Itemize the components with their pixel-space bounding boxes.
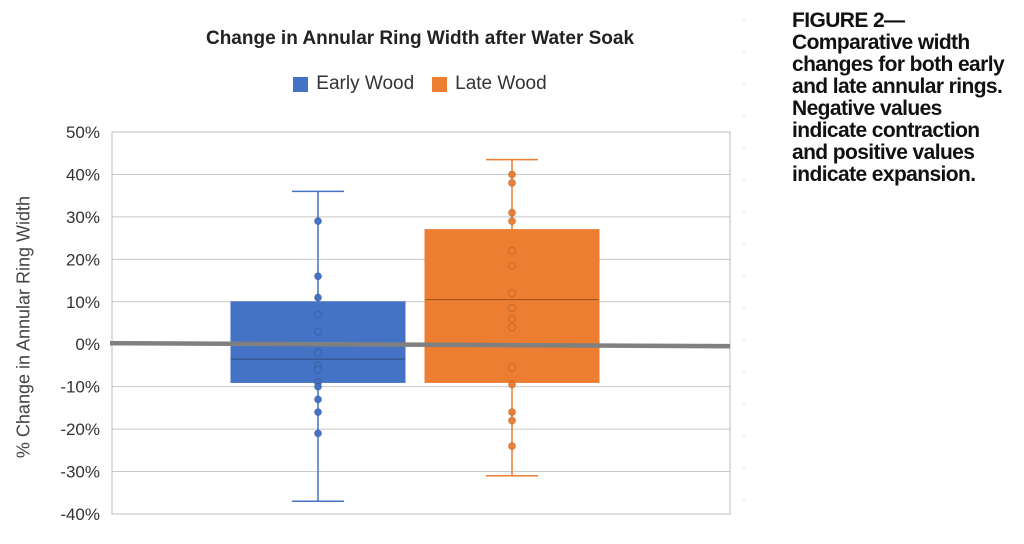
separator-dot	[743, 115, 745, 117]
y-tick-label: -40%	[60, 505, 100, 524]
data-point-late-wood	[507, 380, 516, 389]
data-point-early-wood	[313, 382, 322, 391]
y-tick-label: 20%	[66, 250, 100, 269]
separator-dot	[743, 339, 745, 341]
data-point-early-wood	[313, 408, 322, 417]
chart-title: Change in Annular Ring Width after Water…	[205, 28, 635, 49]
y-tick-label: -10%	[60, 378, 100, 397]
separator-dot	[743, 147, 745, 149]
data-point-late-wood	[507, 442, 516, 451]
data-point-early-wood	[313, 395, 322, 404]
separator-dot	[743, 51, 745, 53]
data-point-early-wood	[313, 272, 322, 281]
data-point-late-wood	[507, 170, 516, 179]
figure-caption: FIGURE 2—Comparative width changes for b…	[792, 9, 1005, 186]
separator-dot	[743, 307, 745, 309]
legend-swatch-late-wood	[432, 76, 448, 92]
data-point-late-wood	[507, 363, 516, 372]
separator-dot	[743, 371, 745, 373]
plot-frame	[111, 131, 731, 515]
data-point-early-wood	[313, 217, 322, 226]
separator-dot	[743, 275, 745, 277]
separator-dot	[743, 499, 745, 501]
y-tick-label: -20%	[60, 420, 100, 439]
data-point-late-wood	[507, 217, 516, 226]
data-point-late-wood	[507, 289, 516, 298]
separator-dot	[743, 179, 745, 181]
y-tick-label: 40%	[66, 165, 100, 184]
data-point-late-wood	[507, 323, 516, 332]
separator-dot	[743, 403, 745, 405]
data-point-late-wood	[507, 314, 516, 323]
data-point-late-wood	[507, 246, 516, 255]
separator-dot	[743, 211, 745, 213]
y-tick-label: 30%	[66, 208, 100, 227]
data-point-early-wood	[313, 293, 322, 302]
y-tick-label: 50%	[66, 123, 100, 142]
separator-dot	[743, 243, 745, 245]
separator-dot	[743, 467, 745, 469]
y-tick-label: 0%	[75, 335, 100, 354]
data-point-late-wood	[507, 416, 516, 425]
data-point-late-wood	[507, 178, 516, 187]
y-tick-label: -30%	[60, 463, 100, 482]
zero-reference-line	[109, 340, 731, 349]
data-point-late-wood	[507, 208, 516, 217]
data-point-late-wood	[507, 304, 516, 313]
data-point-early-wood	[313, 327, 322, 336]
legend-label-late-wood: Late Wood	[455, 73, 547, 94]
legend-item-early-wood: Early Wood	[293, 73, 414, 95]
data-point-early-wood	[313, 348, 322, 357]
y-tick-label: 10%	[66, 293, 100, 312]
data-point-early-wood	[313, 310, 322, 319]
separator-dot	[743, 83, 745, 85]
separator-dot	[743, 435, 745, 437]
data-point-early-wood	[313, 365, 322, 374]
legend-label-early-wood: Early Wood	[316, 73, 415, 94]
chart-legend: Early Wood Late Wood	[110, 73, 730, 95]
data-point-early-wood	[313, 429, 322, 438]
data-point-late-wood	[507, 408, 516, 417]
legend-item-late-wood: Late Wood	[432, 73, 547, 95]
data-point-late-wood	[507, 261, 516, 270]
legend-swatch-early-wood	[293, 76, 309, 92]
separator-dot	[743, 19, 745, 21]
